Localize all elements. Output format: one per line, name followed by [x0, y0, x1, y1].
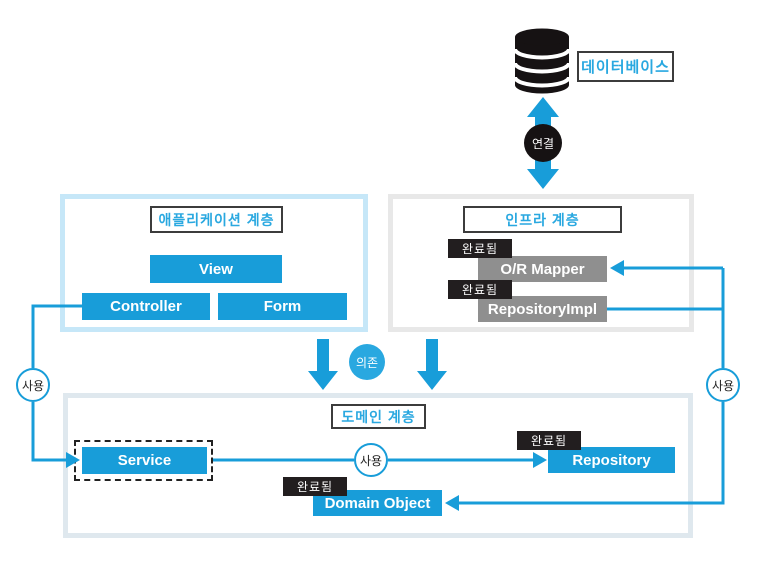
domain-object-done-badge: 완료됨	[283, 477, 347, 496]
domain-layer-title: 도메인 계층	[331, 404, 426, 429]
repository-node: Repository	[548, 447, 675, 473]
infra-layer-title: 인프라 계층	[463, 206, 622, 233]
repository-impl-node: RepositoryImpl	[478, 296, 607, 322]
service-node: Service	[82, 447, 207, 474]
database-icon	[513, 28, 571, 94]
application-layer-title: 애플리케이션 계층	[150, 206, 283, 233]
or-mapper-node: O/R Mapper	[478, 256, 607, 282]
use-label-circle-right: 사용	[706, 368, 740, 402]
repository-done-badge: 완료됨	[517, 431, 581, 450]
or-mapper-done-badge: 완료됨	[448, 239, 512, 258]
repository-impl-done-badge: 완료됨	[448, 280, 512, 299]
use-label-circle-middle: 사용	[354, 443, 388, 477]
depends-down-arrow-left-icon	[308, 339, 338, 390]
depends-down-arrow-right-icon	[417, 339, 447, 390]
connection-label-circle: 연결	[524, 124, 562, 162]
use-label-circle-left: 사용	[16, 368, 50, 402]
depends-label-circle: 의존	[349, 344, 385, 380]
view-node: View	[150, 255, 282, 283]
database-label: 데이터베이스	[577, 51, 674, 82]
controller-node: Controller	[82, 293, 210, 320]
form-node: Form	[218, 293, 347, 320]
